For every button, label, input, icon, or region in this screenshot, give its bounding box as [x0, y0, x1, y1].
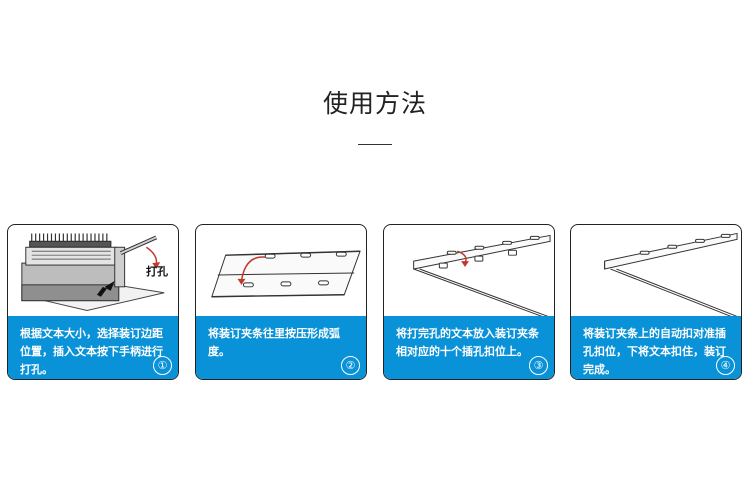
- step-text-3: 将打完孔的文本放入装订夹条相对应的十个插孔扣位上。: [396, 327, 539, 358]
- binding-machine-illustration: [21, 233, 165, 312]
- page-title: 使用方法: [322, 89, 427, 118]
- step-card-3: 将打完孔的文本放入装订夹条相对应的十个插孔扣位上。 ③: [383, 224, 555, 380]
- step-text-2: 将装订夹条往里按压形成弧度。: [208, 327, 340, 358]
- step-caption-2: 将装订夹条往里按压形成弧度。: [196, 316, 366, 379]
- step-text-1: 根据文本大小，选择装订边距位置，插入文本按下手柄进行打孔。: [20, 327, 163, 376]
- step-card-2: 将装订夹条往里按压形成弧度。 ②: [195, 224, 367, 380]
- insert-document-illustration: [413, 234, 551, 317]
- step-number-1: ①: [153, 356, 172, 375]
- title-divider: [358, 144, 392, 145]
- step-caption-3: 将打完孔的文本放入装订夹条相对应的十个插孔扣位上。: [384, 316, 554, 379]
- step-card-1: 打孔 根据文本大小，选择装订边距位置，插入文本按下手柄进行打孔。 ①: [7, 224, 179, 380]
- step-number-2: ②: [341, 356, 360, 375]
- step-caption-4: 将装订夹条上的自动扣对准插孔扣位，下将文本扣住，装订完成。: [571, 316, 741, 379]
- finished-binding-illustration: [604, 232, 738, 317]
- step-caption-1: 根据文本大小，选择装订边距位置，插入文本按下手柄进行打孔。: [8, 316, 178, 379]
- binding-strip-press-illustration: [211, 250, 361, 298]
- step-number-3: ③: [529, 356, 548, 375]
- step-card-4: 将装订夹条上的自动扣对准插孔扣位，下将文本扣住，装订完成。 ④: [570, 224, 742, 380]
- step-text-4: 将装订夹条上的自动扣对准插孔扣位，下将文本扣住，装订完成。: [583, 327, 726, 376]
- punch-label: 打孔: [146, 265, 168, 278]
- step-number-4: ④: [716, 356, 735, 375]
